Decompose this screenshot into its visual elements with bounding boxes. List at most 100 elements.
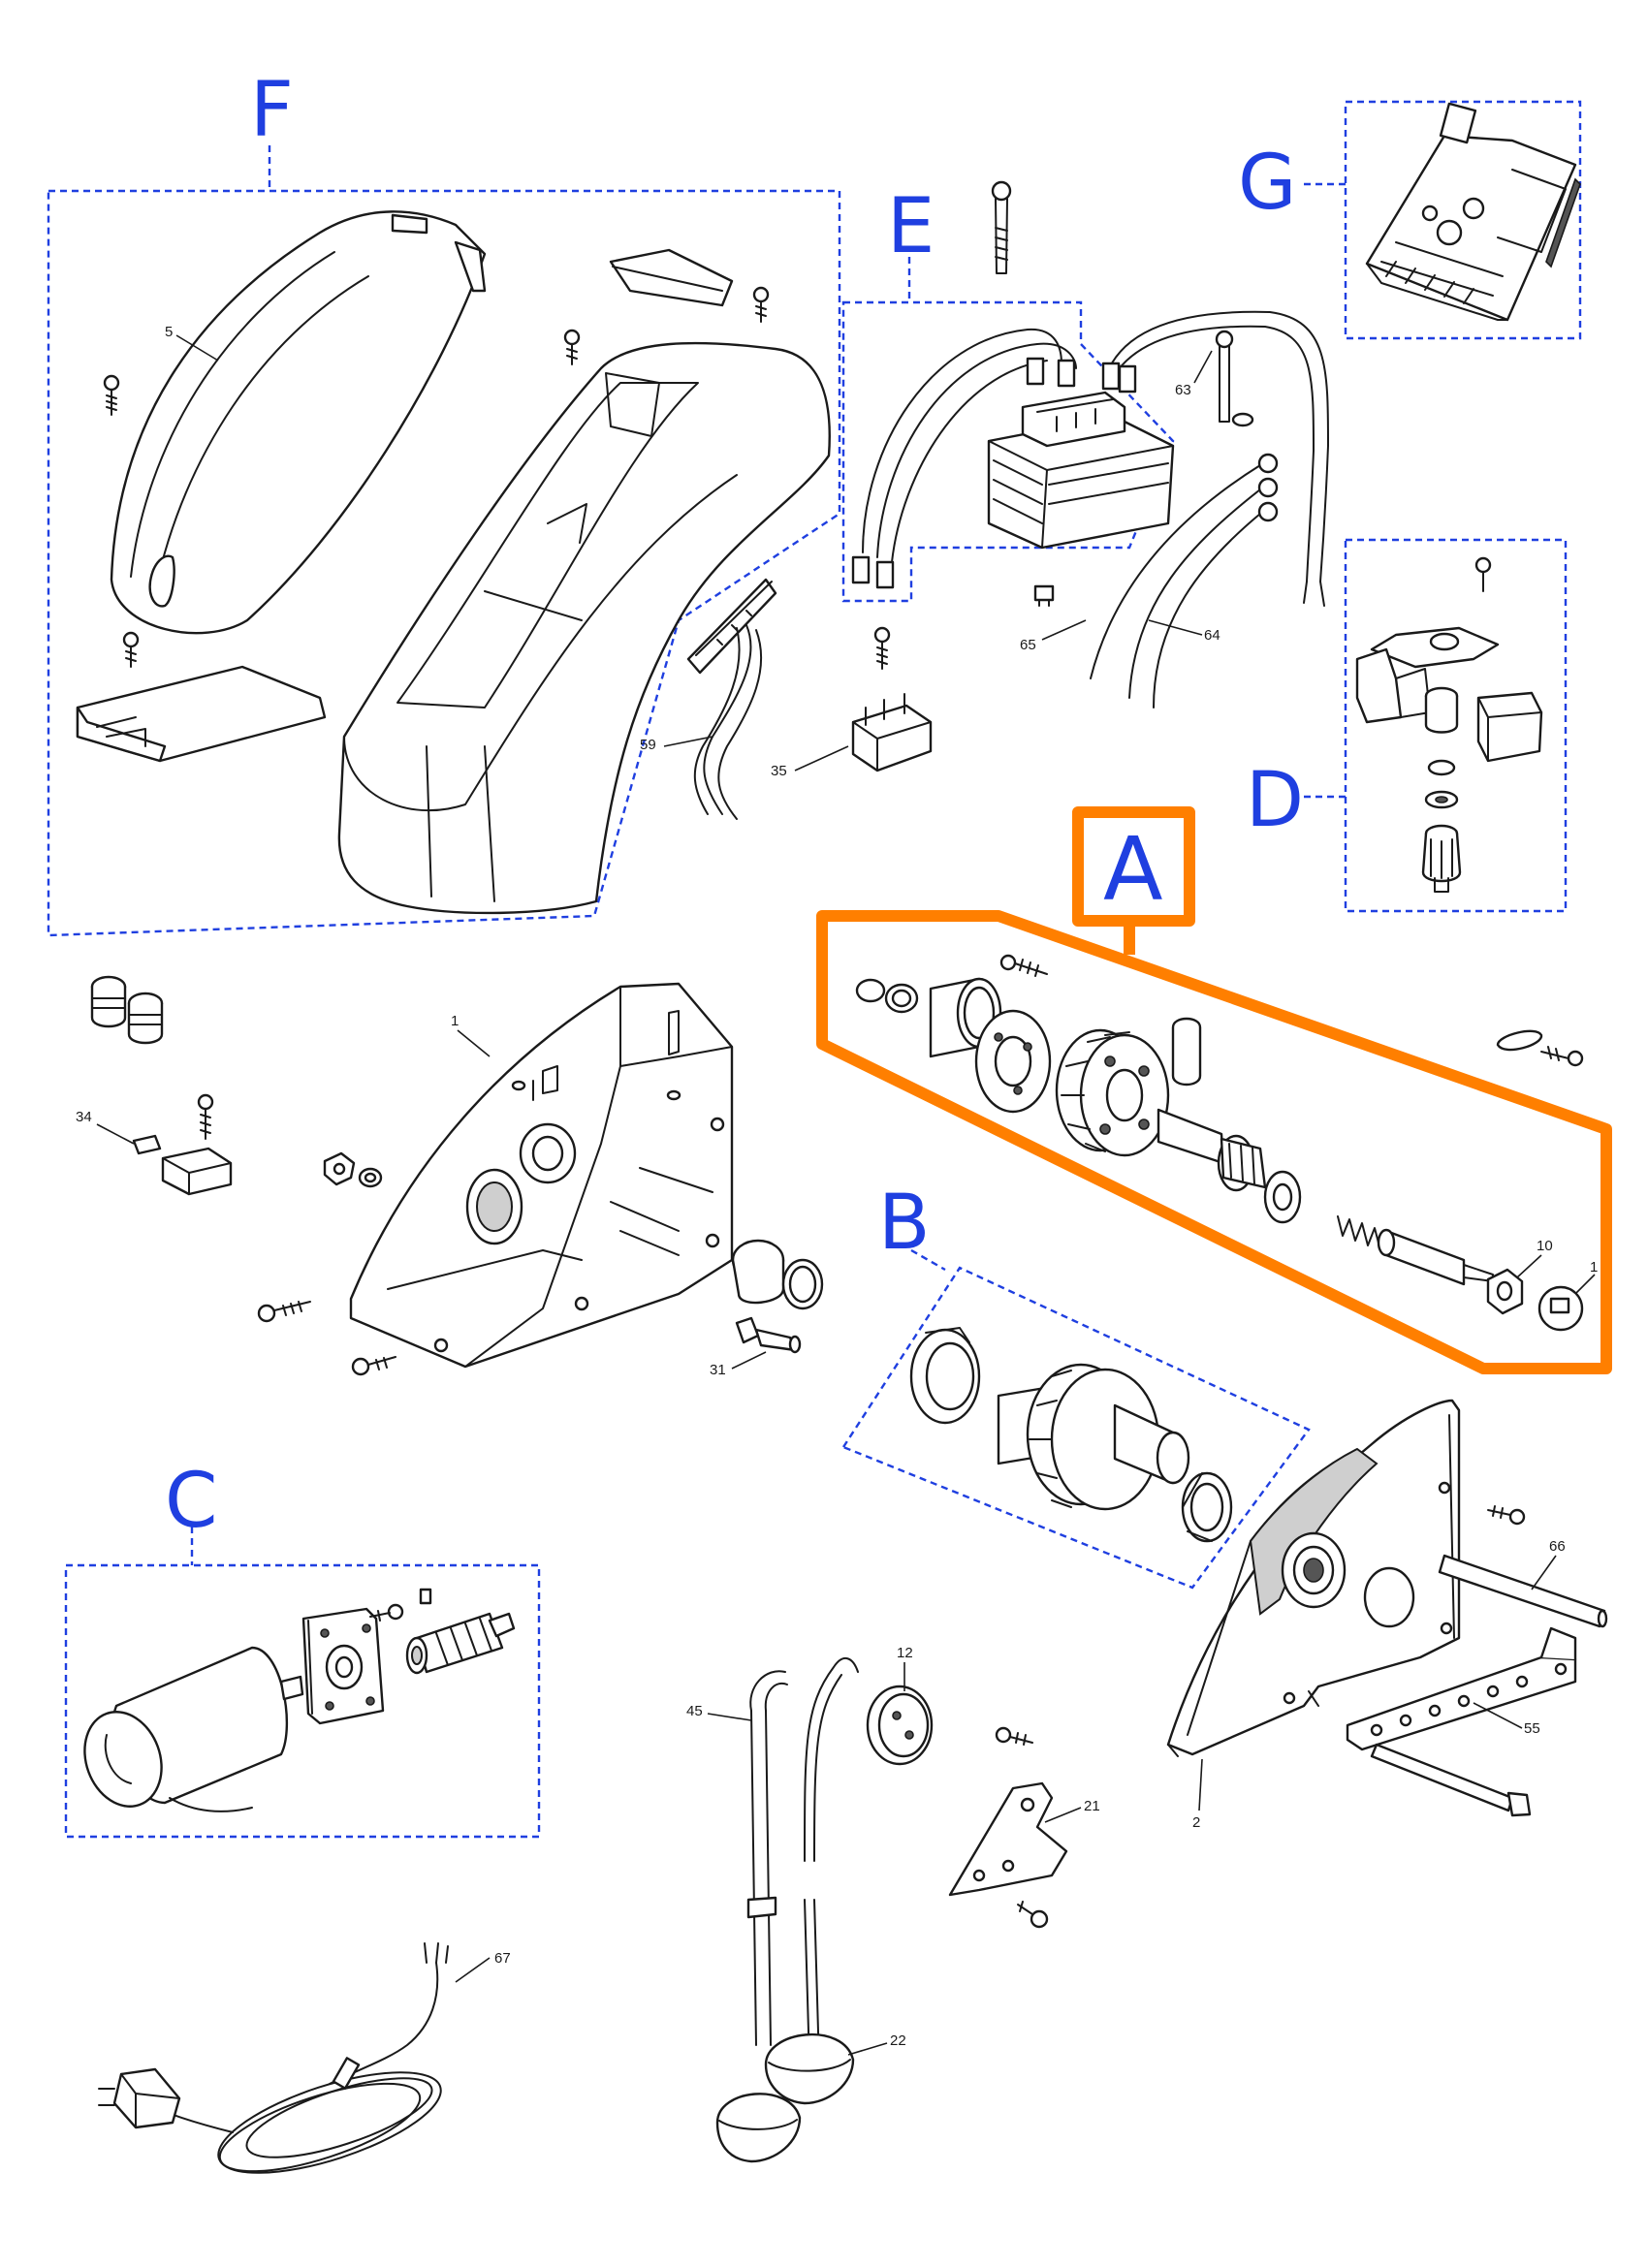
- terminal-block-35: [851, 693, 933, 772]
- callout-55: 55: [1524, 1720, 1540, 1737]
- cable-gland-part: [90, 975, 164, 1045]
- rod-66-part: [1438, 1554, 1608, 1628]
- callout-2: 2: [1192, 1814, 1200, 1831]
- long-bolt-part: [1215, 330, 1234, 423]
- switch-bracket-part: [1355, 626, 1500, 724]
- long-bolt-part: [1370, 1743, 1532, 1817]
- screw-icon: [995, 1726, 1033, 1746]
- screw-icon: [369, 1603, 404, 1622]
- group-g: G: [1238, 100, 1582, 340]
- pinion-gear-part: [1421, 824, 1462, 893]
- screw-icon: [1474, 556, 1492, 592]
- upper-cover-part: [110, 210, 487, 635]
- screw-icon: [257, 1301, 311, 1323]
- long-screw-part: [991, 180, 1012, 274]
- cover-plate-21-part: [948, 1781, 1068, 1897]
- callout-67: 67: [494, 1950, 511, 1967]
- group-b-outline: [841, 1266, 1311, 1590]
- pinion-shaft-part: [1157, 1108, 1267, 1192]
- bracket-55-part: [1346, 1626, 1577, 1751]
- clutch-bushing-part: [1181, 1471, 1233, 1543]
- motor-part: [83, 1646, 304, 1812]
- long-shaft-part: [1377, 1228, 1494, 1286]
- screw-icon: [1017, 1901, 1049, 1929]
- group-g-letter: G: [1238, 140, 1296, 227]
- nut-part: [1486, 1268, 1524, 1315]
- screw-icon: [351, 1356, 396, 1376]
- belt-45-part: [746, 1657, 859, 2065]
- main-housing-part: [337, 341, 831, 915]
- callout-1-cap: 1: [1590, 1259, 1598, 1276]
- screw-icon: [999, 954, 1048, 977]
- screw-icon: [1540, 1046, 1584, 1067]
- transformer-part: [987, 391, 1175, 550]
- group-e-outline: [841, 300, 1175, 603]
- wire-connector: [851, 555, 871, 584]
- large-gear-part: [1055, 1028, 1170, 1157]
- small-lid-part: [609, 248, 734, 307]
- group-c-letter: C: [165, 1458, 217, 1545]
- side-plate-part: [1166, 1399, 1461, 1757]
- set-screw-part: [419, 1588, 432, 1605]
- clutch-ring-part: [909, 1327, 981, 1425]
- group-g-outline: [1344, 100, 1582, 340]
- callout-65: 65: [1020, 637, 1036, 653]
- callout-59: 59: [640, 737, 656, 753]
- control-unit-part: [1365, 102, 1581, 322]
- callout-5: 5: [165, 324, 173, 340]
- transformer-wire: [876, 342, 1077, 558]
- group-e: E: [841, 180, 1175, 603]
- callout-35: 35: [771, 763, 787, 779]
- group-a-outline: [816, 910, 1612, 1374]
- group-f-letter: F: [250, 67, 294, 154]
- group-f: F: [47, 67, 841, 937]
- screw-icon: [103, 374, 120, 416]
- callout-66: 66: [1549, 1538, 1566, 1555]
- group-a: A: [816, 806, 1612, 1374]
- callout-63: 63: [1175, 382, 1191, 398]
- callout-34: 34: [76, 1109, 92, 1125]
- clutch-gear-part: [997, 1363, 1190, 1511]
- group-c: C: [64, 1458, 541, 1839]
- cable-64-part: [1090, 412, 1279, 709]
- key-part: [1171, 1017, 1202, 1087]
- bearing-part: [855, 978, 919, 1014]
- switch-cap-part: [1476, 691, 1543, 763]
- nut-part: [323, 1151, 356, 1186]
- pin-part: [1496, 1029, 1543, 1052]
- power-cord-part: [98, 1942, 449, 2174]
- transformer-wire: [862, 328, 1062, 553]
- screw-icon: [873, 626, 891, 670]
- callout-45: 45: [686, 1703, 703, 1719]
- group-d-letter: D: [1246, 757, 1304, 844]
- cable-63-part: [1101, 310, 1329, 607]
- wire-connector: [1118, 364, 1137, 394]
- end-cap-part: [1537, 1285, 1584, 1332]
- group-a-letter: A: [1103, 819, 1163, 921]
- wire-connector: [875, 560, 895, 589]
- group-b-tick: [910, 1248, 946, 1272]
- screw-icon: [752, 286, 770, 323]
- spring-part: [1337, 1215, 1381, 1251]
- callout-22: 22: [890, 2032, 906, 2049]
- worm-screw-part: [405, 1612, 516, 1675]
- wire-connector: [1057, 359, 1076, 388]
- wire-connector: [1026, 357, 1045, 386]
- motor-flange-part: [301, 1607, 385, 1725]
- screw-icon: [1487, 1505, 1526, 1526]
- callout-31: 31: [710, 1362, 726, 1378]
- washer-part: [1424, 759, 1459, 809]
- group-c-outline: [64, 1563, 541, 1839]
- shaft-bearing-part: [1263, 1170, 1302, 1224]
- terminal-part-34: [132, 1134, 233, 1196]
- callout-1-housing: 1: [451, 1013, 459, 1029]
- control-board-plate: [76, 665, 327, 763]
- counterweight-22-part: [715, 2032, 855, 2163]
- pin-31-part: [735, 1316, 802, 1354]
- switch-cylinder-part: [1424, 686, 1459, 734]
- group-d-outline: [1344, 538, 1568, 913]
- gearbox-housing-part: [349, 982, 734, 1369]
- group-b: B: [841, 1180, 1311, 1590]
- small-connector-65: [1033, 584, 1055, 607]
